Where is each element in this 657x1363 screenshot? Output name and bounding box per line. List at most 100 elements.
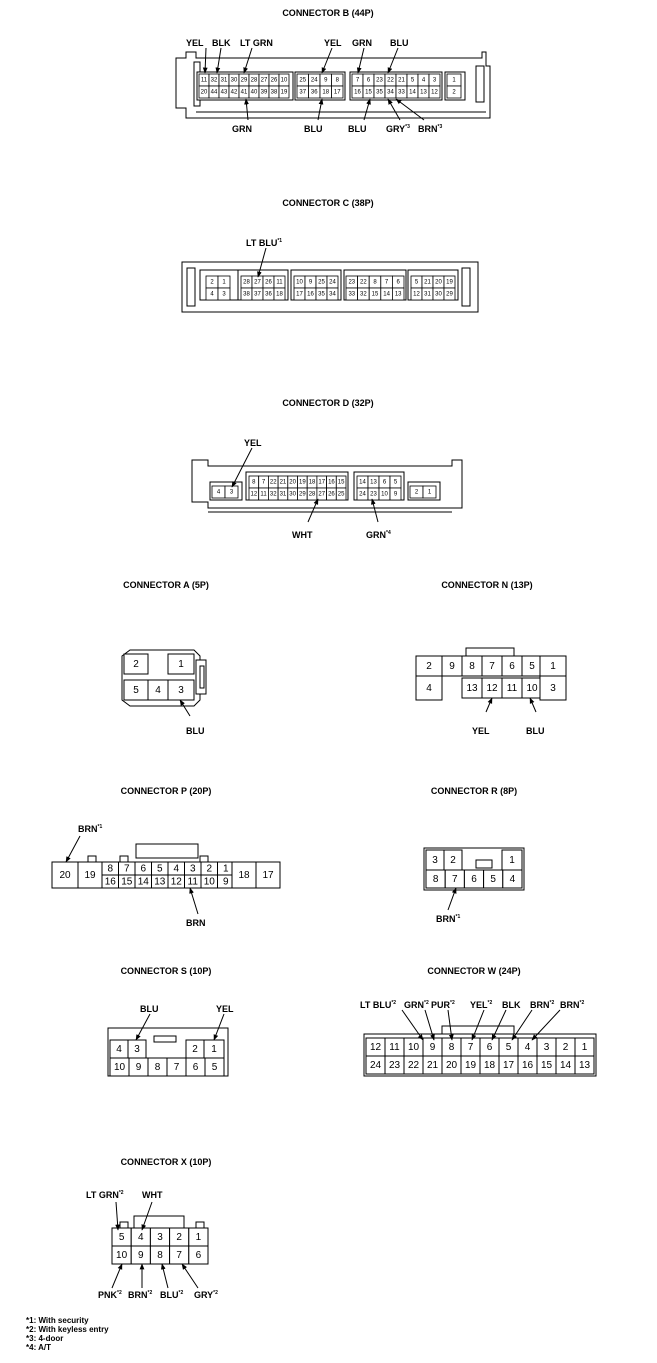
footnote-mark: *2 [213,1290,218,1296]
pin-number: 4 [210,292,214,298]
pin-number: 28 [251,78,258,84]
pin-cell: 19 [443,275,456,289]
pin-cell: 7 [460,1037,481,1057]
pin-number: 20 [435,280,442,286]
pin-number: 8 [157,1250,163,1261]
pin-cell: 44 [208,85,220,99]
pin-cell: 4 [417,73,430,87]
pin-number: 10 [281,78,288,84]
pin-cell: 1 [574,1037,595,1057]
wire-color-label: BLU [526,726,545,736]
pin-cell: 2 [185,1039,205,1059]
wire-color-label: LT BLU*2 [360,1000,396,1010]
pin-number: 25 [318,280,325,286]
pin-cell: 18 [273,287,286,301]
wire-color-label: YEL [244,438,262,448]
pin-number: 7 [468,1042,474,1053]
pin-cell: 27 [258,73,270,87]
pin-cell: 25 [315,275,328,289]
pin-number: 20 [446,1060,458,1071]
wire-callout: GRN [232,98,252,134]
pin-cell: 6 [134,861,152,876]
wire-callout: GRY*3 [386,98,410,134]
pin-cell: 7 [351,73,364,87]
wire-color-label: BRN*2 [560,1000,584,1010]
pin-cell: 12 [410,287,423,301]
pin-number: 7 [385,280,389,286]
pin-number: 17 [262,870,274,881]
pin-number: 7 [489,661,495,672]
wire-callout: PUR*2 [431,1000,455,1041]
pin-number: 23 [376,78,383,84]
pin-cell: 40 [248,85,260,99]
pin-cell: 1 [188,1227,209,1247]
pin-number: 15 [365,90,372,96]
pin-number: 4 [422,78,426,84]
pin-number: 9 [449,661,455,672]
pin-cell: 21 [395,73,408,87]
pin-cell: 6 [479,1037,500,1057]
pin-number: 14 [138,877,150,888]
pin-number: 8 [155,1062,161,1073]
pin-number: 8 [433,874,439,885]
pin-number: 8 [336,78,340,84]
pin-number: 12 [431,90,438,96]
pin-number: 23 [348,280,355,286]
pin-number: 19 [84,870,96,881]
pin-number: 1 [196,1232,202,1243]
wire-callout: BLU*2 [160,1263,183,1300]
pin-number: 24 [311,78,318,84]
wire-callout: BRN*2 [128,1263,152,1300]
pin-cell: 3 [428,73,441,87]
pin-cell: 12 [167,874,185,889]
pin-number: 2 [415,490,419,496]
pin-number: 19 [299,480,306,486]
pin-number: 29 [299,492,306,498]
pin-number: 13 [154,877,166,888]
pin-cell: 12 [428,85,441,99]
pin-cell: 1 [217,275,231,289]
pin-cell: 38 [240,287,253,301]
pin-number: 7 [262,480,266,486]
pin-number: 43 [221,90,228,96]
pin-cell: 33 [345,287,359,301]
pin-cell: 16 [517,1055,538,1075]
wire-callout: BLU [387,38,409,74]
pin-number: 9 [324,78,328,84]
footnote-mark: *2 [117,1290,122,1296]
wire-color-label: YEL*2 [470,1000,492,1010]
pin-cell: 5 [151,861,169,876]
pin-cell: 32 [208,73,220,87]
pin-number: 6 [471,874,477,885]
pin-number: 10 [116,1250,128,1261]
wire-color-label: LT GRN*2 [86,1190,124,1200]
pin-cell: 31 [218,73,230,87]
wire-color-label: PNK*2 [98,1290,122,1300]
pin-number: 5 [490,874,496,885]
wire-color-label: BRN*2 [128,1290,152,1300]
pin-number: 18 [484,1060,496,1071]
footnote-mark: *2 [391,1000,396,1006]
pin-cell: 3 [536,1037,557,1057]
footnote-mark: *1 [98,824,103,830]
footnote-mark: *3 [438,124,443,130]
pin-number: 28 [243,280,250,286]
pin-number: 7 [174,1062,180,1073]
pin-number: 37 [254,292,261,298]
title-connector-b: CONNECTOR B (44P) [282,8,373,18]
pin-number: 29 [446,292,453,298]
pin-cell: 43 [218,85,230,99]
pin-cell: 8 [461,655,483,677]
pin-number: 31 [221,78,228,84]
pin-number: 4 [155,685,161,696]
pin-number: 10 [526,683,538,694]
pin-cell: 3 [425,849,445,871]
pin-number: 23 [389,1060,401,1071]
pin-cell: 28 [306,487,318,501]
pin-cell: 17 [498,1055,519,1075]
pin-number: 29 [241,78,248,84]
pin-cell: 10 [293,275,306,289]
pin-number: 9 [430,1042,436,1053]
